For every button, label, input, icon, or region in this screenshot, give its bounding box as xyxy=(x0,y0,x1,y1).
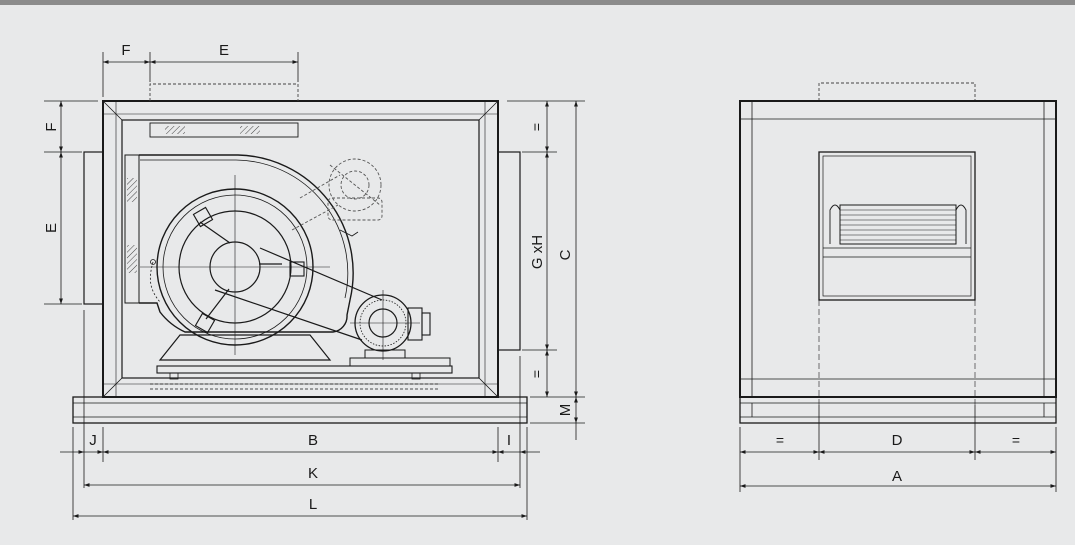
dim-label-GxH: G xH xyxy=(529,235,546,269)
dim-label-I: I xyxy=(507,432,511,449)
dim-label-B: B xyxy=(308,432,318,449)
fan-wheel-front xyxy=(839,204,957,245)
top-rule xyxy=(0,0,1075,5)
dim-label-eq-left: = xyxy=(776,432,784,448)
dim-label-C: C xyxy=(557,249,574,260)
dim-label-L: L xyxy=(309,496,317,513)
fan-scroll-housing xyxy=(139,154,354,333)
side-casing-outer xyxy=(102,100,499,398)
dim-label-E-left: E xyxy=(43,223,60,233)
dim-label-F-top: F xyxy=(121,42,130,59)
dim-label-M: M xyxy=(557,404,574,417)
front-dimension-lines xyxy=(739,405,1057,492)
dim-label-eq-upper: = xyxy=(529,123,545,131)
dim-label-D: D xyxy=(892,432,903,449)
dim-label-A: A xyxy=(892,468,902,485)
fan-blades-front xyxy=(840,209,956,241)
fan-outlet-opening xyxy=(818,151,976,301)
dim-label-eq-lower: = xyxy=(529,370,545,378)
motor-ghost-outline xyxy=(291,158,383,231)
dim-label-E-top: E xyxy=(219,42,229,59)
drive-belt-upper xyxy=(259,247,383,301)
side-casing-inner xyxy=(121,119,480,379)
dim-label-eq-right: = xyxy=(1012,432,1020,448)
dim-label-K: K xyxy=(308,465,318,482)
side-view xyxy=(72,83,528,424)
front-view xyxy=(739,82,1057,424)
dim-label-J: J xyxy=(89,432,97,449)
side-dimension-lines xyxy=(44,52,585,520)
dim-label-F-left: F xyxy=(43,122,60,131)
drive-belt-lower xyxy=(214,289,363,341)
